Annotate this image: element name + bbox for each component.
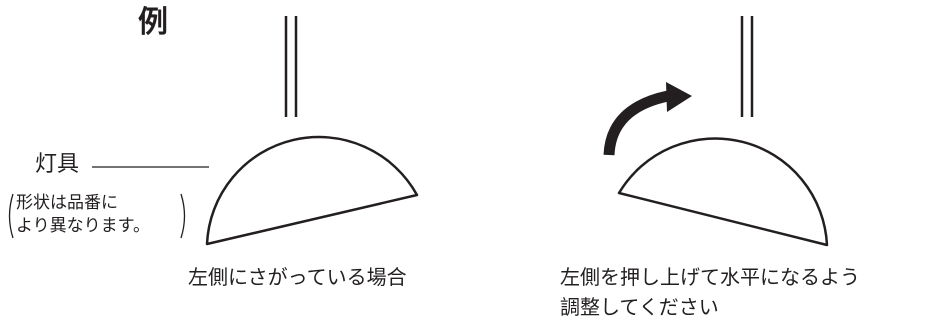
- fixture-label: 灯具: [35, 152, 80, 177]
- right-pendant-fixture: [617, 16, 829, 247]
- caption-right: 左側を押し上げて水平になるよう 調整してください: [560, 262, 860, 322]
- left-fixture-shade: [205, 135, 419, 246]
- example-label: 例: [138, 5, 168, 40]
- caption-left: 左側にさがっている場合: [188, 262, 407, 292]
- left-pendant-fixture: [205, 16, 419, 246]
- caption-left-text: 左側にさがっている場合: [188, 265, 407, 289]
- right-fixture-shade: [617, 137, 829, 247]
- fixture-note-line-1: 形状は品番に: [16, 193, 118, 213]
- caption-right-line-1: 左側を押し上げて水平になるよう: [560, 265, 860, 289]
- caption-right-line-2: 調整してください: [560, 295, 719, 319]
- fixture-note-line-2: より異なります。: [16, 216, 150, 236]
- note-left-paren: [8, 193, 14, 239]
- note-right-paren: [180, 193, 186, 239]
- curved-arrow-icon: [603, 82, 692, 156]
